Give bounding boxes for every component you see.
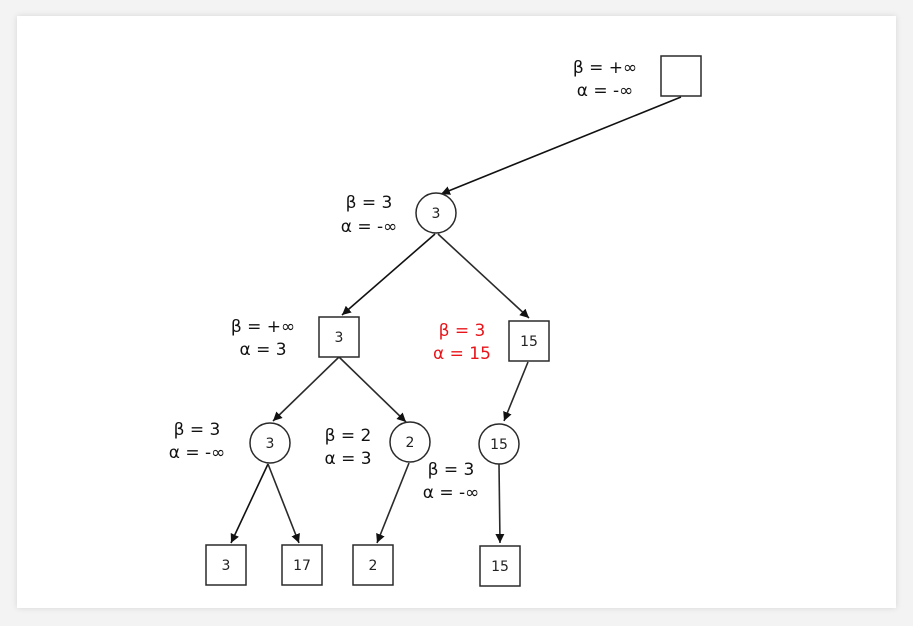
edge-maxleft-minlr: [338, 356, 407, 423]
diagram-canvas: β = +∞ α = -∞ 3 β = 3 α = -∞ 3 β = +∞ α …: [17, 16, 896, 608]
edge-minll-leaf2: [267, 463, 300, 544]
edge-root-min1: [440, 96, 682, 195]
annotation-min-lr: β = 2 α = 3: [324, 426, 371, 469]
node-min-ll-label: 3: [266, 436, 275, 452]
alpha-max-left: α = 3: [239, 340, 286, 360]
beta-min-r: β = 3: [428, 460, 475, 480]
node-max-right-label: 15: [520, 334, 538, 350]
leaf-1[interactable]: 3: [205, 544, 247, 586]
node-min-lr-label: 2: [406, 435, 415, 451]
node-min-r[interactable]: 15: [478, 423, 520, 465]
leaf-1-label: 3: [222, 558, 231, 574]
node-min1-label: 3: [432, 206, 441, 222]
leaf-4[interactable]: 15: [479, 545, 521, 587]
beta-min-ll: β = 3: [174, 420, 221, 440]
beta-max-right: β = 3: [439, 321, 486, 341]
annotation-root: β = +∞ α = -∞: [573, 58, 637, 101]
alpha-min-r: α = -∞: [423, 483, 480, 503]
leaf-4-label: 15: [491, 559, 509, 575]
edge-maxright-minr: [503, 361, 529, 422]
alpha-min1: α = -∞: [341, 217, 398, 237]
leaf-2[interactable]: 17: [281, 544, 323, 586]
alpha-min-lr: α = 3: [324, 449, 371, 469]
leaf-3[interactable]: 2: [352, 544, 394, 586]
edge-min1-maxright: [437, 233, 530, 319]
annotation-min-r: β = 3 α = -∞: [423, 460, 480, 503]
alpha-max-right: α = 15: [433, 344, 491, 364]
annotation-max-left: β = +∞ α = 3: [231, 317, 295, 360]
node-max-right[interactable]: 15: [508, 320, 550, 362]
beta-max-left: β = +∞: [231, 317, 295, 337]
node-min-r-label: 15: [490, 437, 508, 453]
edge-minll-leaf1: [230, 463, 269, 544]
annotation-min-ll: β = 3 α = -∞: [169, 420, 226, 463]
beta-root: β = +∞: [573, 58, 637, 78]
alpha-root: α = -∞: [577, 81, 634, 101]
leaf-2-label: 17: [293, 558, 311, 574]
annotation-max-right: β = 3 α = 15: [433, 321, 491, 364]
beta-min1: β = 3: [346, 193, 393, 213]
node-max-left[interactable]: 3: [318, 316, 360, 358]
alpha-min-ll: α = -∞: [169, 443, 226, 463]
edges: [230, 96, 682, 544]
annotation-min1: β = 3 α = -∞: [341, 193, 398, 237]
node-min-lr[interactable]: 2: [389, 421, 431, 463]
edge-maxleft-minll: [272, 356, 340, 422]
node-min-ll[interactable]: 3: [249, 422, 291, 464]
node-root[interactable]: [660, 55, 702, 97]
edge-min1-maxleft: [341, 233, 436, 316]
node-min1[interactable]: 3: [415, 192, 457, 234]
edge-minr-leaf4: [495, 463, 505, 544]
edge-minlr-leaf3: [376, 462, 410, 544]
leaf-3-label: 2: [369, 558, 378, 574]
beta-min-lr: β = 2: [325, 426, 372, 446]
alpha-beta-tree: β = +∞ α = -∞ 3 β = 3 α = -∞ 3 β = +∞ α …: [169, 55, 702, 587]
node-max-left-label: 3: [335, 330, 344, 346]
